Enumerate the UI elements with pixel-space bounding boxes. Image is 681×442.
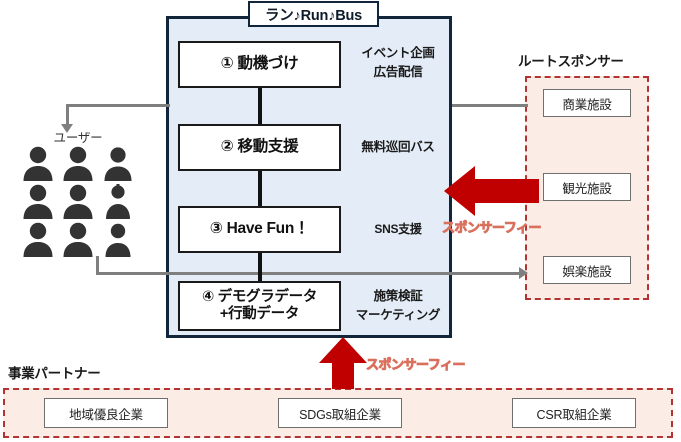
sponsor-fee-arrow-up-icon — [318, 336, 368, 395]
step-box-4[interactable]: ④ デモグラデータ +行動データ — [178, 281, 341, 331]
flow-line-to-users-vertical — [66, 104, 69, 126]
user-person-icon — [18, 182, 58, 220]
step-4-label: ④ デモグラデータ +行動データ — [202, 289, 317, 323]
sponsor-fee-label-bottom: スポンサーフィー — [366, 357, 466, 373]
user-person-icon — [18, 144, 58, 182]
sponsor-fee-arrow-left-icon — [443, 165, 539, 222]
step-4-caption-line1: 施策検証 — [373, 289, 423, 303]
step-box-1[interactable]: ① 動機づけ — [178, 41, 341, 88]
users-label: ユーザー — [53, 131, 103, 145]
flow-line-to-users-horizontal — [66, 104, 170, 107]
users-grid — [18, 144, 138, 258]
flow-arrow-sponsor-head-icon — [519, 267, 528, 279]
step-4-label-line2: +行動データ — [219, 306, 300, 322]
step-connector-2-3 — [258, 169, 262, 208]
route-sponsor-item-3[interactable]: 娯楽施設 — [543, 256, 631, 284]
user-person-icon — [58, 220, 98, 258]
business-partner-item-1[interactable]: 地域優良企業 — [44, 398, 168, 428]
user-person-icon — [58, 182, 98, 220]
business-partner-label: 事業パートナー — [8, 366, 101, 381]
step-4-label-line1: ④ デモグラデータ — [201, 288, 318, 305]
step-4-caption-line2: マーケティング — [355, 308, 441, 323]
step-1-caption-line1: イベント企画 — [361, 46, 435, 60]
route-sponsor-item-2[interactable]: 観光施設 — [543, 173, 631, 201]
step-2-label: ② 移動支援 — [220, 138, 299, 156]
route-sponsor-item-1[interactable]: 商業施設 — [543, 89, 631, 117]
step-4-caption: 施策検証 マーケティング — [348, 287, 448, 326]
step-1-caption: イベント企画 広告配信 — [348, 44, 448, 83]
program-title-text: ラン♪Run♪Bus — [264, 7, 363, 24]
user-person-icon — [58, 144, 98, 182]
user-person-icon — [98, 182, 138, 220]
flow-arrow-users-head-icon — [61, 124, 73, 133]
step-3-label: ③ Have Fun！ — [209, 220, 310, 238]
step-1-label: ① 動機づけ — [220, 55, 299, 73]
flow-line-from-users-horizontal — [96, 272, 525, 275]
sponsor-fee-label-right: スポンサーフィー — [442, 220, 542, 236]
step-box-3[interactable]: ③ Have Fun！ — [178, 206, 341, 253]
user-person-icon — [98, 144, 138, 182]
business-partner-item-3[interactable]: CSR取組企業 — [512, 398, 636, 428]
program-title-chip: ラン♪Run♪Bus — [248, 1, 379, 27]
step-box-2[interactable]: ② 移動支援 — [178, 124, 341, 171]
step-2-caption: 無料巡回バス — [361, 140, 435, 154]
user-person-icon — [98, 220, 138, 258]
route-sponsor-label: ルートスポンサー — [518, 54, 624, 69]
flow-line-from-users-vertical — [96, 256, 99, 274]
step-connector-1-2 — [258, 86, 262, 126]
step-3-caption: SNS支援 — [374, 222, 422, 236]
step-connector-3-4 — [258, 251, 262, 283]
business-partner-item-2[interactable]: SDGs取組企業 — [278, 398, 402, 428]
user-person-icon — [18, 220, 58, 258]
step-1-caption-line2: 広告配信 — [373, 65, 423, 80]
flow-line-to-sponsor-top — [452, 104, 528, 107]
